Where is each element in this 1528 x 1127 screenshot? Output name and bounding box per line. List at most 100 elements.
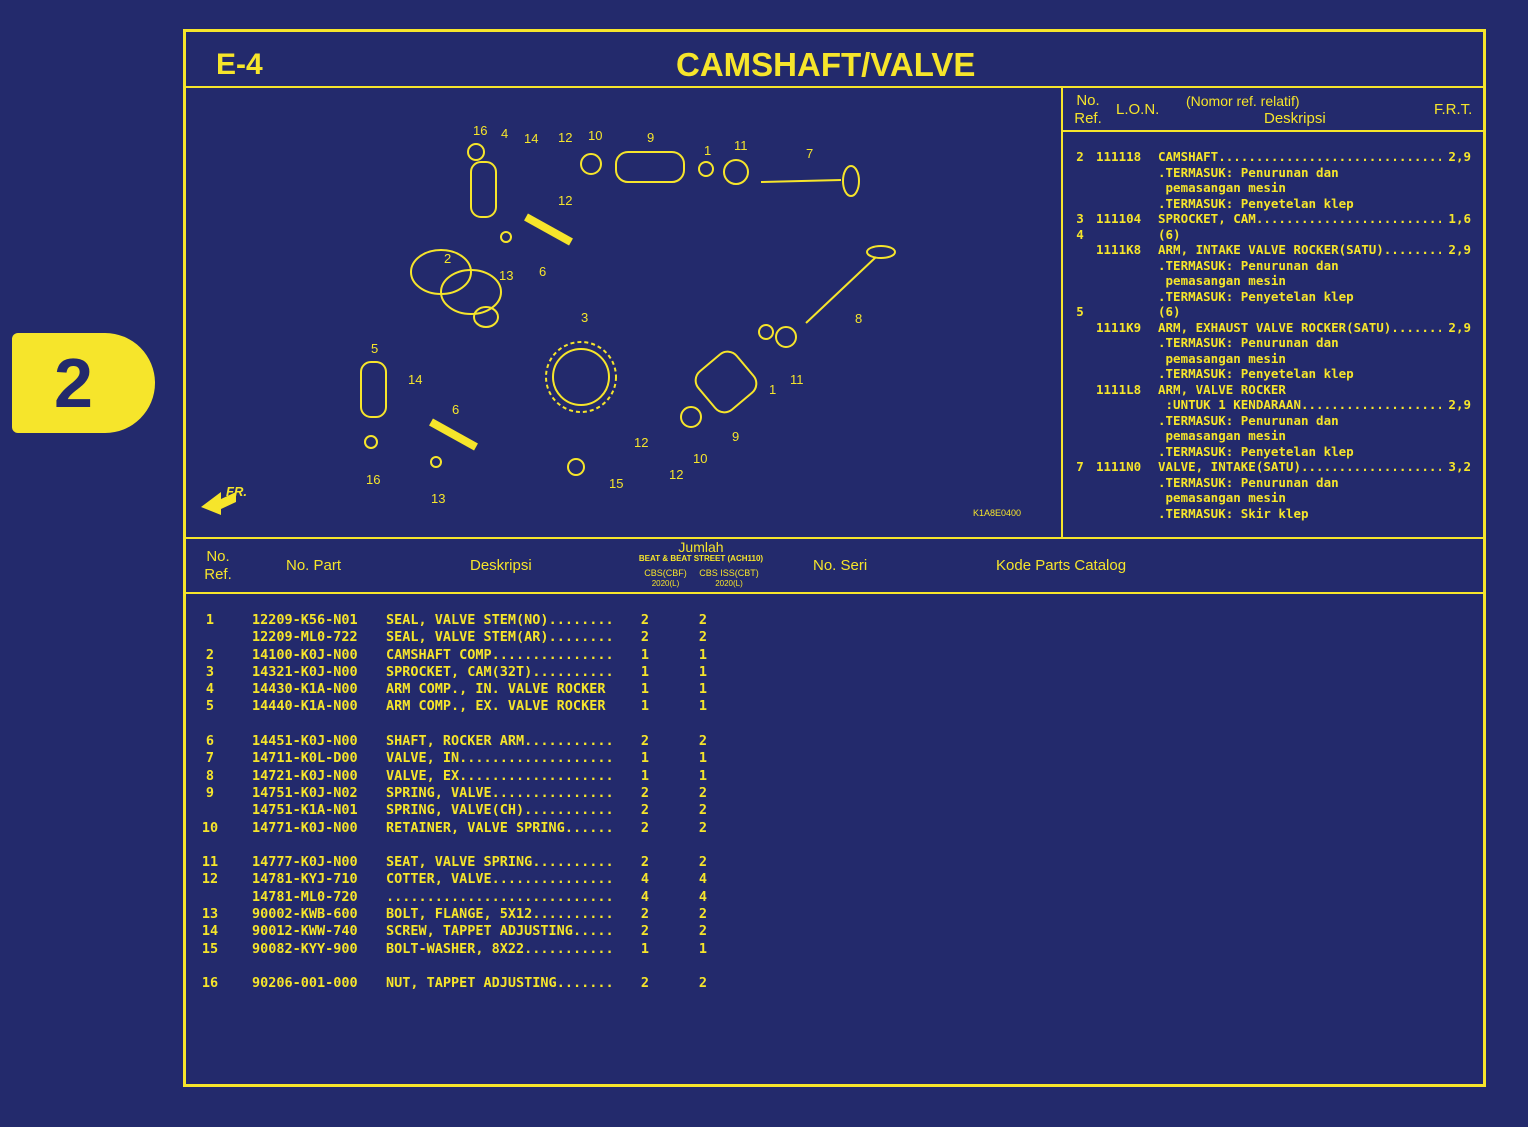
dot-leader (1301, 459, 1441, 475)
frt-value (1441, 413, 1479, 429)
qty-cbf: 2 (640, 612, 650, 628)
callout-label: 10 (693, 451, 708, 466)
no-ref-header: No. Ref. (204, 548, 232, 583)
small-parts-drawing (364, 143, 797, 476)
description-text: ARM, INTAKE VALVE ROCKER(SATU) (1158, 242, 1384, 257)
ref-number: 13 (201, 906, 219, 923)
dot-leader (467, 768, 616, 785)
description: .TERMASUK: Penurunan dan (1158, 258, 1441, 274)
table-row: 14781-ML0-72044 (191, 889, 751, 906)
ref-number (1064, 273, 1096, 289)
frt-value (1441, 304, 1479, 320)
ref-number (1064, 180, 1096, 196)
callout-label: 12 (558, 130, 573, 145)
part-number: 12209-ML0-722 (252, 629, 358, 646)
description-text: .TERMASUK: Penurunan dan (1158, 474, 1339, 490)
description-text: ARM, EXHAUST VALVE ROCKER(SATU) (1158, 319, 1392, 335)
desc-header: Deskripsi (1264, 110, 1326, 127)
part-number: 90002-KWB-600 (252, 906, 358, 923)
description-text: SEAL, VALVE STEM(NO) (386, 612, 549, 628)
description: pemasangan mesin (1158, 428, 1441, 444)
frt-value (1441, 382, 1479, 398)
part-number: 14711-K0L-D00 (252, 750, 358, 767)
description: ARM COMP., IN. VALVE ROCKER (384, 681, 616, 698)
diagram-drawing (201, 143, 896, 515)
ref-number (191, 889, 229, 906)
frt-value (1441, 165, 1479, 181)
description: pemasangan mesin (1158, 351, 1441, 367)
frt-row: 5(6) (1064, 304, 1479, 320)
description: NUT, TAPPET ADJUSTING (384, 975, 616, 992)
frt-value: 2,9 (1448, 319, 1471, 335)
description: SEAL, VALVE STEM(NO) (384, 612, 616, 629)
lon-code (1096, 335, 1158, 351)
variant2-header: CBS ISS(CBT) (699, 568, 759, 578)
lon-code (1096, 506, 1158, 522)
lon-code (1096, 428, 1158, 444)
dot-leader (532, 854, 616, 871)
description: BOLT, FLANGE, 5X12 (384, 906, 616, 923)
qty-cbt: 2 (698, 906, 708, 923)
description: .TERMASUK: Penyetelan klep (1158, 444, 1441, 460)
description: SPROCKET, CAM (1158, 211, 1441, 227)
qty-cbt: 2 (698, 802, 708, 819)
description-text: pemasangan mesin (1158, 428, 1286, 443)
qty-cbf: 2 (640, 906, 650, 923)
ref-number (1064, 382, 1096, 398)
description-text: CAMSHAFT (1158, 149, 1219, 164)
qty-cbt: 2 (698, 923, 708, 940)
frt-header: F.R.T. (1434, 101, 1473, 118)
description-text: (6) (1158, 226, 1181, 242)
lon-code: 1111K8 (1096, 242, 1142, 257)
qty-cbf: 1 (640, 646, 650, 663)
ref-number: 5 (205, 698, 215, 715)
lon-code (1096, 227, 1158, 243)
lon-code: 111118 (1096, 149, 1142, 164)
frt-row: pemasangan mesin (1064, 180, 1479, 196)
qty-cbf: 2 (640, 784, 650, 801)
frt-value (1441, 444, 1479, 460)
ref-number (1064, 242, 1096, 258)
callout-label: 3 (581, 310, 589, 325)
frt-value (1441, 180, 1479, 196)
qty-cbf: 1 (640, 767, 650, 784)
frt-value (1441, 506, 1479, 522)
part-number: 14321-K0J-N00 (252, 663, 358, 680)
model-header: BEAT & BEAT STREET (ACH110) (638, 554, 764, 563)
description: .TERMASUK: Penyetelan klep (1158, 289, 1441, 305)
part-no-header: No. Part (286, 557, 342, 574)
lon-code (1096, 351, 1158, 367)
ref-number: 3 (1076, 211, 1084, 226)
callout-label: 11 (790, 372, 804, 387)
qty-cbt: 1 (698, 663, 708, 680)
part-number: 90012-KWW-740 (252, 923, 358, 940)
part-number: 14781-ML0-720 (252, 888, 358, 905)
description-text: .TERMASUK: Penyetelan klep (1158, 443, 1354, 459)
qty-cbf: 2 (640, 733, 650, 750)
description-text: SPROCKET, CAM (1158, 211, 1256, 226)
frt-value (1441, 366, 1479, 382)
qty-cbt: 2 (698, 784, 708, 801)
qty-cbf: 1 (640, 940, 650, 957)
description: ARM, EXHAUST VALVE ROCKER(SATU) (1158, 320, 1441, 336)
dot-leader (1218, 149, 1441, 165)
ref-number: 7 (1076, 459, 1084, 474)
ref-number (1064, 165, 1096, 181)
lon-code (1096, 289, 1158, 305)
description: VALVE, IN. (384, 750, 616, 767)
lon-header: L.O.N. (1116, 101, 1160, 118)
callout-label: 2 (444, 251, 452, 266)
frt-row: .TERMASUK: Penurunan dan (1064, 335, 1479, 351)
description: VALVE, INTAKE(SATU) (1158, 459, 1441, 475)
dot-leader (1301, 397, 1441, 413)
ref-number: 11 (201, 854, 219, 871)
